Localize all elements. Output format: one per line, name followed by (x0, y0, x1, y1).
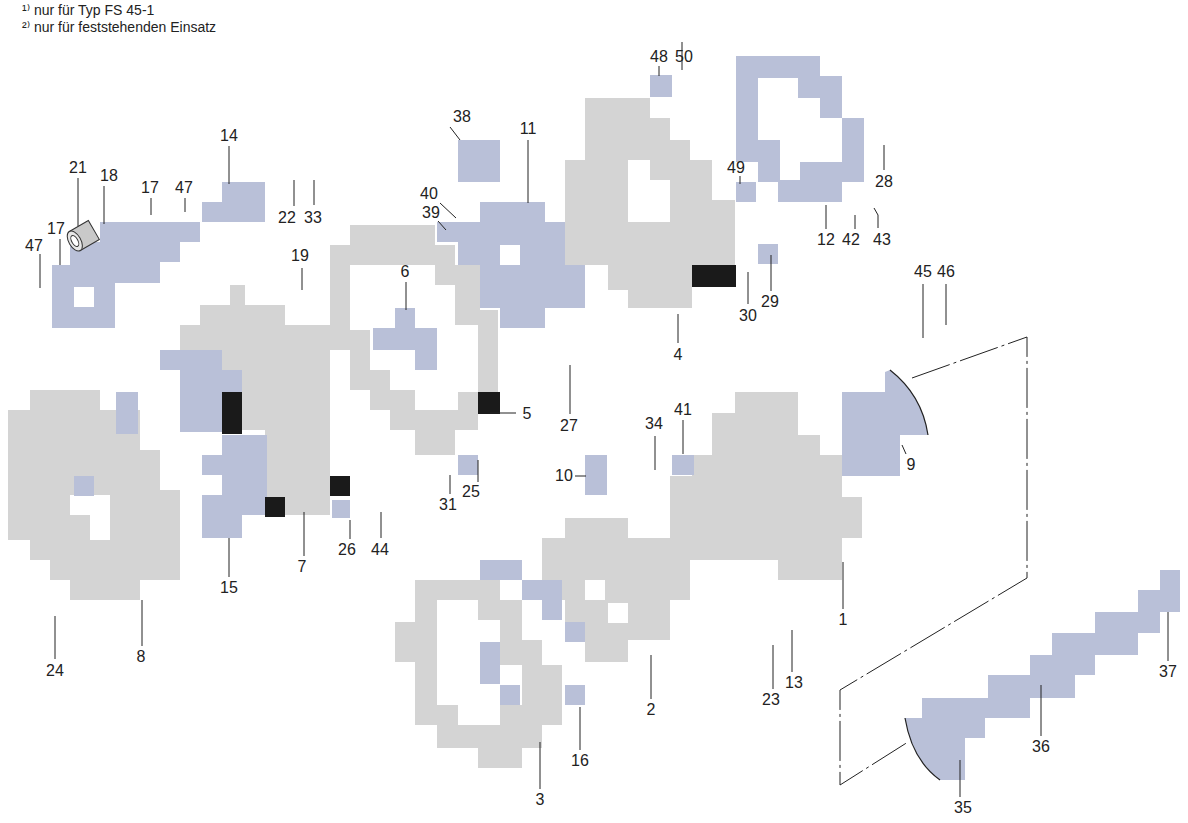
callout-number: 5 (523, 406, 532, 422)
callout-number: 26 (338, 542, 356, 558)
callout-number: 41 (674, 402, 692, 418)
callout-number: 48 (650, 49, 668, 65)
callout-number: 18 (100, 168, 118, 184)
callout-number: 49 (727, 160, 745, 176)
callout-number: 40 (420, 186, 438, 202)
callout-number: 13 (785, 675, 803, 691)
callout-number: 35 (954, 800, 972, 816)
callout-number: 22 (278, 210, 296, 226)
callout-number: 39 (422, 205, 440, 221)
callout-number: 7 (298, 559, 307, 575)
footnote: ²⁾ nur für feststehenden Einsatz (22, 20, 216, 34)
callout-number: 46 (937, 264, 955, 280)
callout-number: 8 (137, 649, 146, 665)
callout-number: 9 (907, 457, 916, 473)
callout-number: 30 (739, 308, 757, 324)
callout-number: 11 (520, 121, 537, 137)
callout-number: 19 (291, 248, 309, 264)
callout-number: 47 (25, 238, 43, 254)
callout-number: 21 (69, 160, 87, 176)
callout-number: 47 (175, 180, 193, 196)
callout-number: 6 (401, 264, 410, 280)
callout-number: 1 (839, 612, 848, 628)
callout-number: 23 (762, 692, 780, 708)
callout-number: 16 (571, 753, 589, 769)
callout-number: 10 (555, 468, 573, 484)
callout-number: 44 (371, 542, 389, 558)
callout-number: 24 (46, 663, 64, 679)
callout-number: 15 (220, 580, 238, 596)
callout-number: 12 (817, 232, 835, 248)
callout-number: 29 (761, 294, 779, 310)
callout-number: 4 (674, 347, 683, 363)
callout-number: 17 (47, 221, 65, 237)
callout-number: 50 (675, 49, 693, 65)
callout-number: 3 (536, 792, 545, 808)
callout-number: 31 (439, 497, 457, 513)
callout-number: 36 (1032, 739, 1050, 755)
callout-number: 27 (560, 418, 578, 434)
callout-number: 37 (1159, 664, 1177, 680)
callout-number: 14 (220, 128, 238, 144)
callout-number: 28 (875, 174, 893, 190)
callout-number: 33 (304, 210, 322, 226)
callout-number: 43 (873, 232, 891, 248)
callout-number: 25 (462, 484, 480, 500)
callout-number: 2 (647, 702, 656, 718)
footnote: ¹⁾ nur für Typ FS 45-1 (22, 3, 154, 17)
callout-number: 38 (453, 109, 471, 125)
callout-number: 34 (645, 416, 663, 432)
callout-number: 17 (141, 180, 159, 196)
callout-number: 42 (842, 232, 860, 248)
callout-number: 45 (914, 264, 932, 280)
